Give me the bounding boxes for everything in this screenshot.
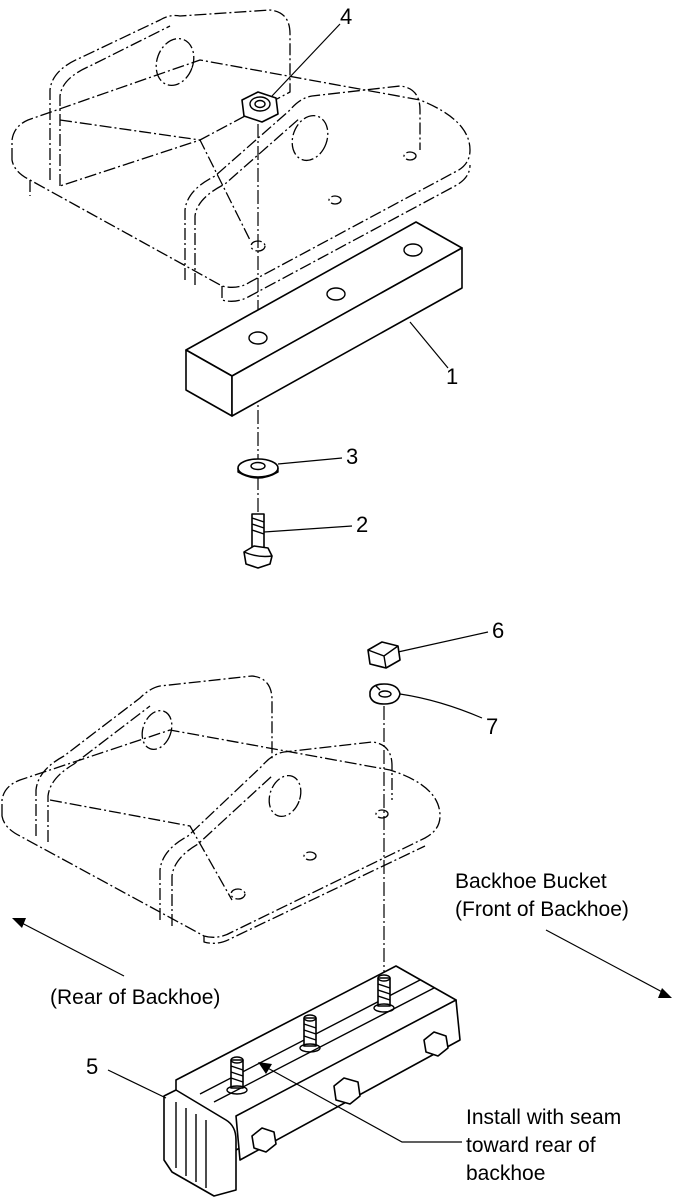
stud <box>226 1056 248 1095</box>
callout-7: 7 <box>486 714 498 739</box>
part-2-bolt <box>243 513 273 569</box>
part-1-spacer-block <box>185 221 463 417</box>
leader-5 <box>107 1069 167 1099</box>
leader-3 <box>277 457 343 465</box>
rear-note: (Rear of Backhoe) <box>50 986 220 1009</box>
front-direction-arrow <box>545 929 672 998</box>
part-4-flange-nut <box>241 91 279 123</box>
stud <box>299 1014 321 1053</box>
stud <box>373 974 395 1013</box>
side-nut <box>251 1127 277 1153</box>
part-3-flat-washer <box>237 458 279 479</box>
phantom-bucket-bracket-upper <box>11 9 471 302</box>
seam-note-line2: toward rear of <box>466 1134 596 1157</box>
callout-2: 2 <box>356 512 368 537</box>
part-7-lock-washer <box>369 683 401 705</box>
callout-1: 1 <box>446 364 458 389</box>
leader-2 <box>263 525 353 533</box>
seam-note-line1: Install with seam <box>466 1106 621 1129</box>
front-note-line2: (Front of Backhoe) <box>455 898 629 921</box>
leader-1 <box>409 321 449 369</box>
phantom-bucket-bracket-lower <box>1 675 441 944</box>
seam-note-leader <box>258 1062 462 1143</box>
callout-4: 4 <box>340 4 352 29</box>
leader-4 <box>271 23 341 97</box>
leader-7 <box>399 693 483 719</box>
part-6-hex-nut <box>367 641 401 669</box>
callout-5: 5 <box>86 1054 98 1079</box>
seam-note-line3: backhoe <box>466 1162 545 1185</box>
leader-6 <box>397 631 489 653</box>
callout-6: 6 <box>492 618 504 643</box>
callout-3: 3 <box>346 444 358 469</box>
side-nut <box>423 1031 449 1057</box>
front-note-line1: Backhoe Bucket <box>455 870 607 893</box>
side-nut <box>333 1077 361 1105</box>
part-5-cutting-edge-block <box>163 965 461 1197</box>
rear-direction-arrow <box>12 918 125 977</box>
